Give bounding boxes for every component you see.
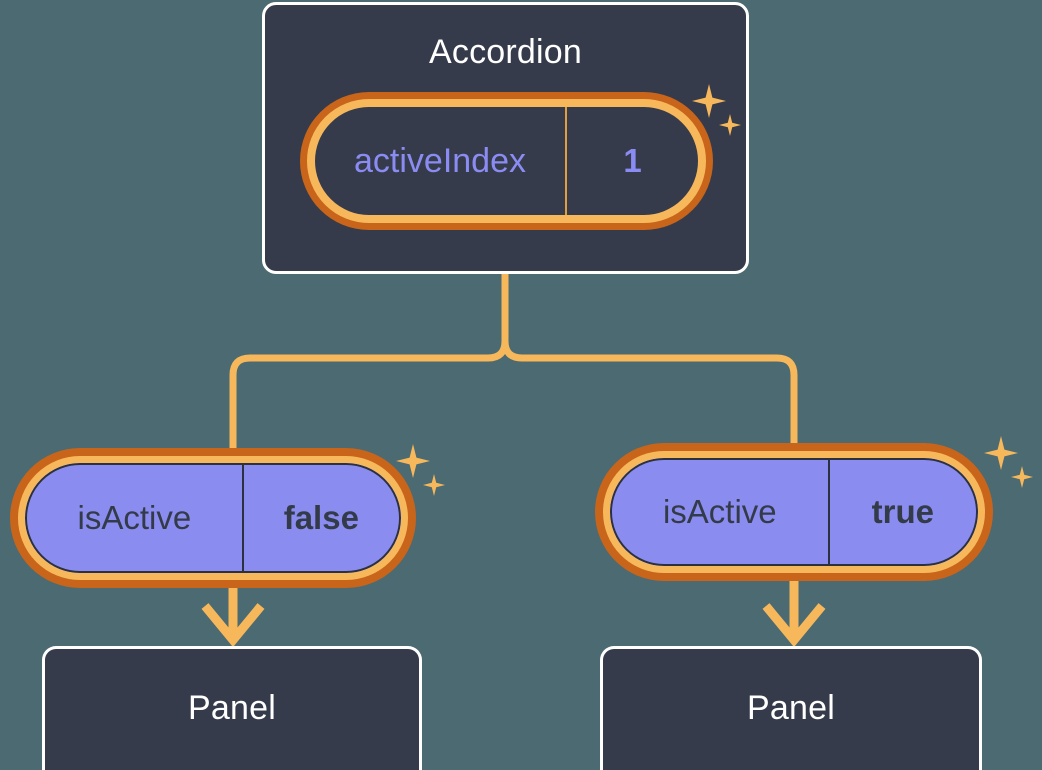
state-pill-body[interactable]: activeIndex 1 xyxy=(307,99,706,223)
arrow-down-icon-right xyxy=(762,603,826,648)
panel-node-left[interactable]: Panel xyxy=(42,646,422,770)
sparkle-large-icon xyxy=(984,436,1018,470)
state-pill-isactive-true[interactable]: isActive true xyxy=(603,451,985,573)
state-value: true xyxy=(827,460,976,564)
state-pill-body[interactable]: isActive false xyxy=(18,456,408,580)
state-key: isActive xyxy=(77,499,192,536)
arrow-down-icon-left xyxy=(201,603,265,648)
state-pill-inner: isActive true xyxy=(610,458,978,566)
state-pill-inner: isActive false xyxy=(25,463,401,573)
state-pill-isactive-false[interactable]: isActive false xyxy=(18,456,408,580)
state-pill-body[interactable]: isActive true xyxy=(603,451,985,573)
sparkle-small-icon xyxy=(1011,466,1033,488)
wire-root-to-right xyxy=(501,270,798,455)
sparkle-small-icon xyxy=(423,474,445,496)
state-value: 1 xyxy=(565,107,698,215)
state-key: isActive xyxy=(662,493,777,530)
accordion-node-title: Accordion xyxy=(429,33,582,71)
state-value: false xyxy=(241,465,399,571)
panel-node-right[interactable]: Panel xyxy=(600,646,982,770)
state-key: activeIndex xyxy=(354,141,526,180)
panel-node-title: Panel xyxy=(188,689,276,727)
wire-root-to-left xyxy=(229,270,509,460)
panel-node-title: Panel xyxy=(747,689,835,727)
state-pill-activeindex[interactable]: activeIndex 1 xyxy=(307,99,706,223)
